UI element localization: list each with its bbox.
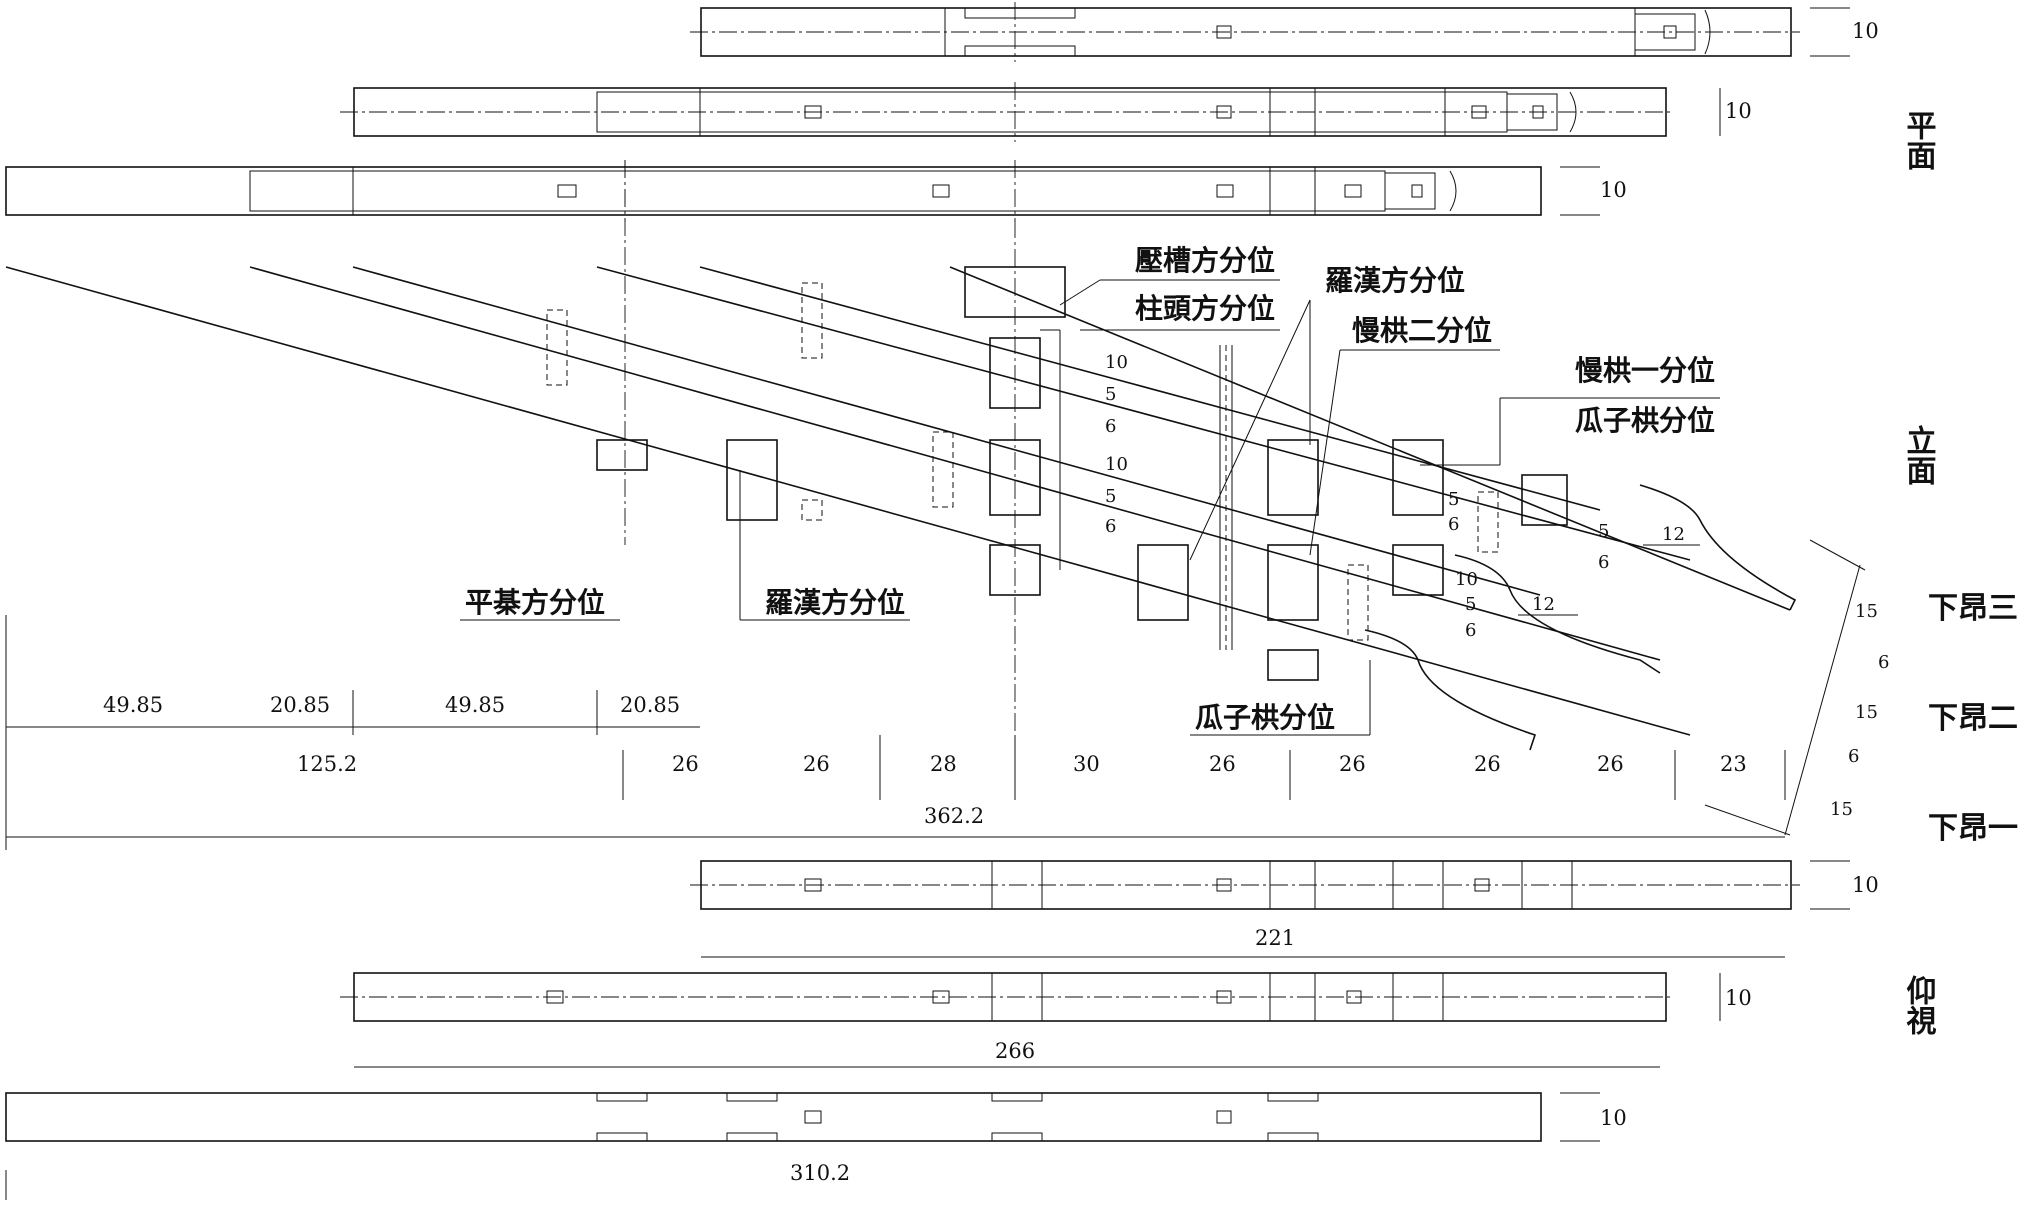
plan-bar-1: [690, 2, 1800, 62]
stack-dims-tip: 5 6: [1598, 521, 1609, 573]
svg-text:5: 5: [1105, 384, 1116, 405]
svg-text:10: 10: [1105, 352, 1128, 373]
label-guazigong-2: 瓜子栱分位: [1195, 701, 1335, 734]
dashed-blocks: [546, 282, 1499, 641]
svg-text:6: 6: [1848, 746, 1859, 767]
total-dim: 362.2: [924, 804, 984, 828]
bottom-dim-7: 26: [1339, 752, 1366, 776]
dimension-rows: [5, 615, 1786, 850]
svg-text:6: 6: [1105, 416, 1116, 437]
label-ang3: 下昂三: [1928, 591, 2018, 626]
svg-text:5: 5: [1598, 521, 1609, 542]
bottom-dims: 125.2 26 26 28 30 26 26 26 26 23: [297, 752, 1747, 776]
bottom-dim-2: 26: [672, 752, 699, 776]
svg-text:6: 6: [1105, 516, 1116, 537]
plan-width-marks: [1560, 7, 1850, 216]
bottom-dim-4: 28: [930, 752, 957, 776]
label-mangong1: 慢栱一分位: [1575, 354, 1715, 387]
plan-bar-2: [340, 82, 1670, 142]
bottom-dim-3: 26: [803, 752, 830, 776]
plan-width-1: 10: [1852, 19, 1879, 43]
plan-width-3: 10: [1600, 178, 1627, 202]
bottom-dim-1: 125.2: [297, 752, 357, 776]
label-luohanfang-1: 羅漢方分位: [1325, 264, 1465, 297]
svg-text:15: 15: [1855, 702, 1878, 723]
svg-text:6: 6: [1598, 552, 1609, 573]
top-dim-1: 49.85: [103, 693, 163, 717]
plan-width-2: 10: [1725, 99, 1752, 123]
leader-lines: [460, 279, 1720, 736]
svg-text:15: 15: [1830, 799, 1853, 820]
bottom-view-side-label: 仰視: [1901, 975, 1937, 1035]
bottom-bar-2: [340, 972, 1670, 1022]
bottom-dim-9: 26: [1597, 752, 1624, 776]
label-luohanfang-2: 羅漢方分位: [765, 586, 905, 619]
label-yacaofang: 壓槽方分位: [1135, 244, 1275, 277]
bottom-dim-10: 23: [1720, 752, 1747, 776]
bottom-dim-6: 26: [1209, 752, 1236, 776]
svg-text:12: 12: [1532, 594, 1555, 615]
svg-text:6: 6: [1465, 620, 1476, 641]
slope-dimension: 15 6 15 6 15: [1704, 539, 1889, 836]
plan-bar-3: [5, 160, 1542, 222]
label-zhutoufang: 柱頭方分位: [1135, 292, 1275, 325]
elevation-center-lines: [624, 160, 1233, 740]
bottom-dim-5: 30: [1073, 752, 1100, 776]
label-ang1: 下昂一: [1928, 811, 2018, 846]
block-column-left: [989, 329, 1061, 596]
svg-text:5: 5: [1448, 489, 1459, 510]
label-ang2: 下昂二: [1928, 701, 2018, 736]
bottom-length-dims: [5, 956, 1785, 1200]
svg-text:10: 10: [1455, 569, 1478, 590]
stack-dims-right: 10 5 6: [1455, 569, 1478, 641]
bottom-view: [5, 860, 1850, 1200]
elevation-view: [5, 160, 1797, 751]
label-pingqifang: 平棊方分位: [465, 586, 605, 619]
bottom-width-1: 10: [1852, 873, 1879, 897]
top-dims: 49.85 20.85 49.85 20.85: [103, 693, 680, 717]
svg-text:12: 12: [1662, 524, 1685, 545]
svg-text:5: 5: [1465, 594, 1476, 615]
svg-text:5: 5: [1105, 486, 1116, 507]
lower-arm-blocks: [596, 439, 1568, 681]
top-dim-4: 20.85: [620, 693, 680, 717]
arm-tips: [1364, 484, 1797, 751]
svg-text:6: 6: [1878, 652, 1889, 673]
top-dim-2: 20.85: [270, 693, 330, 717]
plan-side-label-1: 平面: [1901, 110, 1936, 170]
stack-dims-left: 10 5 6 10 5 6: [1105, 352, 1128, 537]
svg-text:10: 10: [1105, 454, 1128, 475]
top-dim-3: 49.85: [445, 693, 505, 717]
label-mangong2: 慢栱二分位: [1352, 314, 1492, 347]
bottom-dim-8: 26: [1474, 752, 1501, 776]
bottom-length-3: 310.2: [790, 1161, 850, 1185]
bottom-bar-1: [690, 860, 1800, 910]
bottom-length-1: 221: [1255, 926, 1295, 950]
bottom-width-3: 10: [1600, 1106, 1627, 1130]
yacaofang-block: [964, 266, 1066, 318]
bottom-width-marks: [1560, 860, 1850, 1142]
stack-dims-mid: 5 6: [1448, 489, 1459, 535]
svg-text:6: 6: [1448, 514, 1459, 535]
plan-view: 10 10 10: [5, 2, 1879, 222]
bottom-length-2: 266: [995, 1039, 1035, 1063]
bottom-width-2: 10: [1725, 986, 1752, 1010]
label-guazigong-1: 瓜子栱分位: [1575, 404, 1715, 437]
elevation-side-label: 立面: [1901, 424, 1936, 485]
tip-width-dims: 12 12: [1518, 524, 1700, 616]
svg-text:15: 15: [1855, 601, 1878, 622]
bottom-bar-3: [5, 1092, 1542, 1142]
